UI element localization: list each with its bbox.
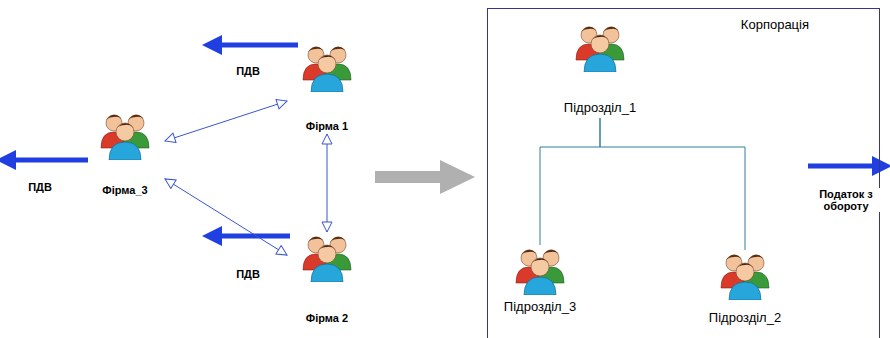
node-label: Фірма 2 bbox=[287, 312, 367, 324]
people-icon bbox=[299, 232, 355, 282]
people-icon bbox=[97, 110, 153, 160]
people-icon bbox=[572, 22, 628, 72]
people-icon bbox=[512, 245, 568, 295]
division-node: Підрозділ_1 bbox=[545, 22, 655, 118]
firm-node: Фірма_3 bbox=[85, 110, 165, 198]
group-title: Корпорація bbox=[741, 17, 809, 32]
exchange-arrow bbox=[165, 101, 287, 141]
tax-label: Податок з обороту bbox=[806, 188, 886, 212]
node-label: Підрозділ_2 bbox=[693, 310, 797, 325]
tax-label: ПДВ bbox=[20, 181, 60, 193]
division-node: Підрозділ_3 bbox=[488, 245, 592, 320]
division-node: Підрозділ_2 bbox=[693, 250, 797, 328]
node-label: Підрозділ_3 bbox=[488, 299, 592, 314]
firm-node: Фірма 2 bbox=[287, 232, 367, 328]
node-label: Фірма_3 bbox=[85, 184, 165, 196]
node-label: Підрозділ_1 bbox=[545, 100, 655, 115]
people-icon bbox=[299, 42, 355, 92]
tax-arrow bbox=[218, 43, 298, 48]
people-icon bbox=[717, 250, 773, 300]
firm-node: Фірма 1 bbox=[287, 42, 367, 134]
exchange-arrow bbox=[327, 134, 328, 232]
tree-connector bbox=[540, 118, 600, 245]
exchange-arrow bbox=[165, 179, 287, 255]
transition-arrow bbox=[375, 160, 475, 194]
tax-arrow bbox=[12, 158, 88, 163]
tax-label: ПДВ bbox=[228, 65, 268, 77]
tax-label: ПДВ bbox=[228, 268, 268, 280]
corporation-box: КорпораціяПідрозділ_1Підрозділ_3Підрозді… bbox=[487, 8, 880, 338]
tax-arrow bbox=[808, 164, 876, 169]
node-label: Фірма 1 bbox=[287, 120, 367, 132]
tree-connector bbox=[600, 118, 745, 250]
